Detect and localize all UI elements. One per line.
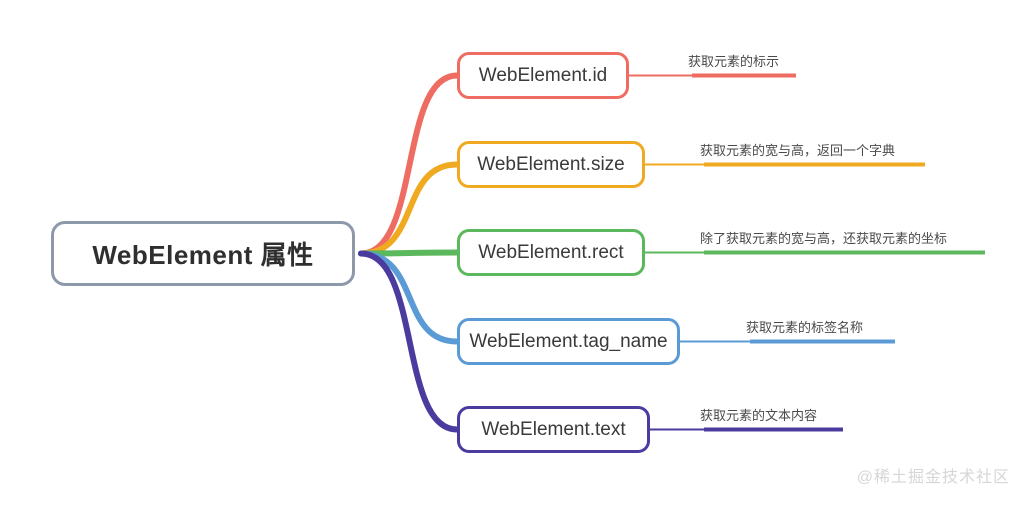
node-webelement-rect[interactable]: WebElement.rect <box>457 229 645 276</box>
node-label: WebElement.id <box>478 64 608 86</box>
root-node[interactable]: WebElement 属性 <box>51 221 355 286</box>
annotation-text: 获取元素的标签名称 <box>746 320 864 335</box>
node-label: WebElement.size <box>477 153 625 175</box>
node-label: WebElement.rect <box>478 241 624 263</box>
annotation-webelement-id: 获取元素的标示 <box>688 51 779 70</box>
annotation-webelement-text: 获取元素的文本内容 <box>700 405 817 424</box>
node-webelement-text[interactable]: WebElement.text <box>457 406 650 453</box>
annotation-text: 除了获取元素的宽与高，还获取元素的坐标 <box>700 231 948 246</box>
annotation-webelement-size: 获取元素的宽与高，返回一个字典 <box>700 140 895 159</box>
node-webelement-tag-name[interactable]: WebElement.tag_name <box>457 318 680 365</box>
annotation-webelement-rect: 除了获取元素的宽与高，还获取元素的坐标 <box>700 228 947 247</box>
node-webelement-id[interactable]: WebElement.id <box>457 52 629 99</box>
annotation-text: 获取元素的文本内容 <box>700 408 818 423</box>
node-webelement-size[interactable]: WebElement.size <box>457 141 645 188</box>
root-node-label: WebElement 属性 <box>92 240 314 270</box>
annotation-text: 获取元素的标示 <box>688 54 780 69</box>
watermark: @稀土掘金技术社区 <box>856 469 1010 486</box>
node-label: WebElement.tag_name <box>469 330 668 352</box>
annotation-text: 获取元素的宽与高，返回一个字典 <box>700 143 896 158</box>
node-label: WebElement.text <box>481 418 626 440</box>
annotation-webelement-tag-name: 获取元素的标签名称 <box>746 317 863 336</box>
